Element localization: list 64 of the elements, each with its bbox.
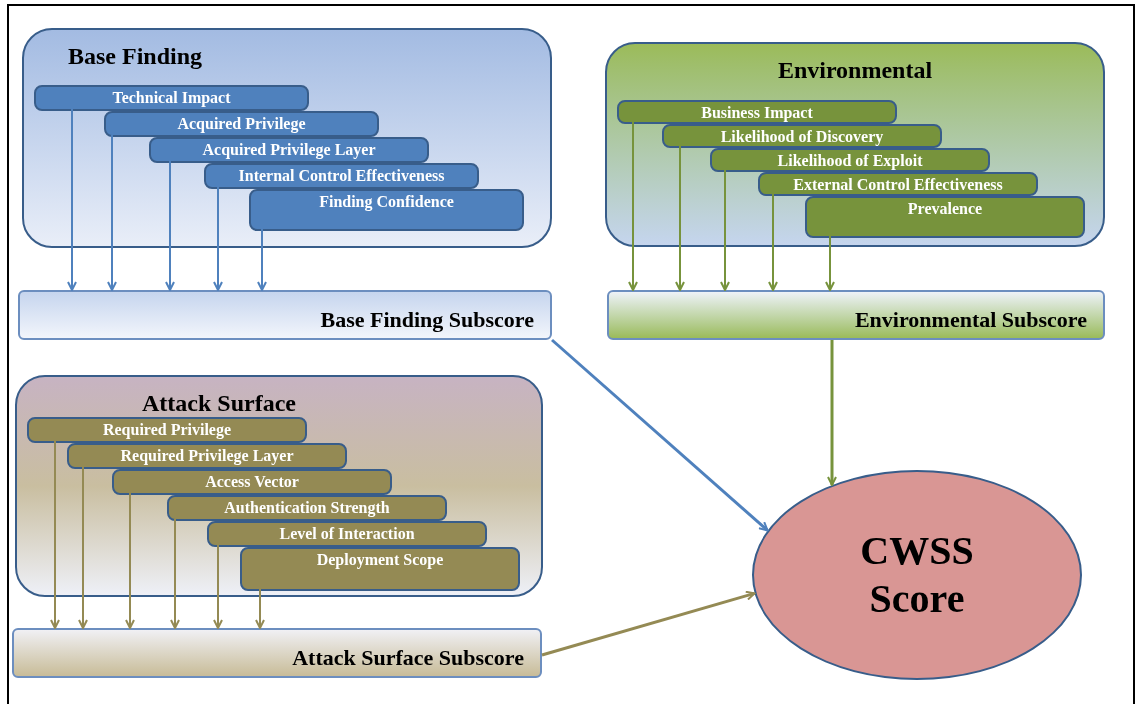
arrow	[165, 160, 175, 291]
group-panel	[605, 42, 1105, 247]
group-heading: Environmental	[776, 56, 934, 85]
arrow	[541, 590, 756, 657]
factor-card	[710, 148, 990, 172]
factor-card	[662, 124, 942, 148]
arrow	[255, 588, 265, 629]
factor-card	[207, 521, 487, 547]
arrow	[675, 145, 685, 291]
subscore-label: Attack Surface Subscore	[292, 644, 524, 672]
factor-card	[104, 111, 379, 137]
factor-card	[112, 469, 392, 495]
arrow	[107, 134, 117, 291]
group-heading: Base Finding	[67, 42, 204, 71]
subscore-label: Environmental Subscore	[854, 306, 1087, 334]
factor-label: Likelihood of Discovery	[719, 128, 885, 146]
arrow	[825, 235, 835, 291]
factor-card	[617, 100, 897, 124]
subscore-bar	[607, 290, 1105, 340]
arrow	[257, 228, 267, 291]
factor-card	[240, 547, 520, 591]
factor-label: Authentication Strength	[223, 499, 391, 517]
arrow	[78, 466, 88, 629]
factor-card	[249, 189, 524, 231]
arrow	[50, 440, 60, 629]
factor-label: Technical Impact	[111, 89, 232, 107]
factor-card	[149, 137, 429, 163]
factor-label: Internal Control Effectiveness	[237, 167, 446, 185]
group-heading: Attack Surface	[141, 389, 297, 418]
subscore-bar	[12, 628, 542, 678]
arrow	[67, 108, 77, 291]
arrow	[551, 338, 769, 532]
arrow	[720, 169, 730, 291]
factor-label: Required Privilege Layer	[119, 447, 295, 465]
arrow	[827, 340, 837, 486]
subscore-bar	[18, 290, 552, 340]
factor-label: Level of Interaction	[278, 525, 416, 543]
factor-label: Access Vector	[204, 473, 300, 491]
factor-label: Finding Confidence	[318, 193, 455, 211]
arrow	[768, 193, 778, 291]
group-panel	[22, 28, 552, 248]
arrow	[170, 518, 180, 629]
factor-label: Prevalence	[906, 200, 984, 218]
group-panel	[15, 375, 543, 597]
factor-card	[27, 417, 307, 443]
score-label: CWSS Score	[859, 527, 975, 623]
arrow	[125, 492, 135, 629]
arrow	[628, 121, 638, 291]
subscore-label: Base Finding Subscore	[320, 306, 534, 334]
factor-label: External Control Effectiveness	[792, 176, 1004, 194]
factor-card	[67, 443, 347, 469]
factor-label: Deployment Scope	[315, 551, 445, 569]
factor-label: Acquired Privilege Layer	[201, 141, 377, 159]
factor-label: Business Impact	[700, 104, 814, 122]
arrow	[213, 186, 223, 291]
factor-label: Required Privilege	[101, 421, 233, 439]
factor-label: Acquired Privilege	[176, 115, 307, 133]
factor-label: Likelihood of Exploit	[776, 152, 924, 170]
factor-card	[805, 196, 1085, 238]
factor-card	[204, 163, 479, 189]
arrow	[213, 544, 223, 629]
factor-card	[758, 172, 1038, 196]
factor-card	[167, 495, 447, 521]
factor-card	[34, 85, 309, 111]
